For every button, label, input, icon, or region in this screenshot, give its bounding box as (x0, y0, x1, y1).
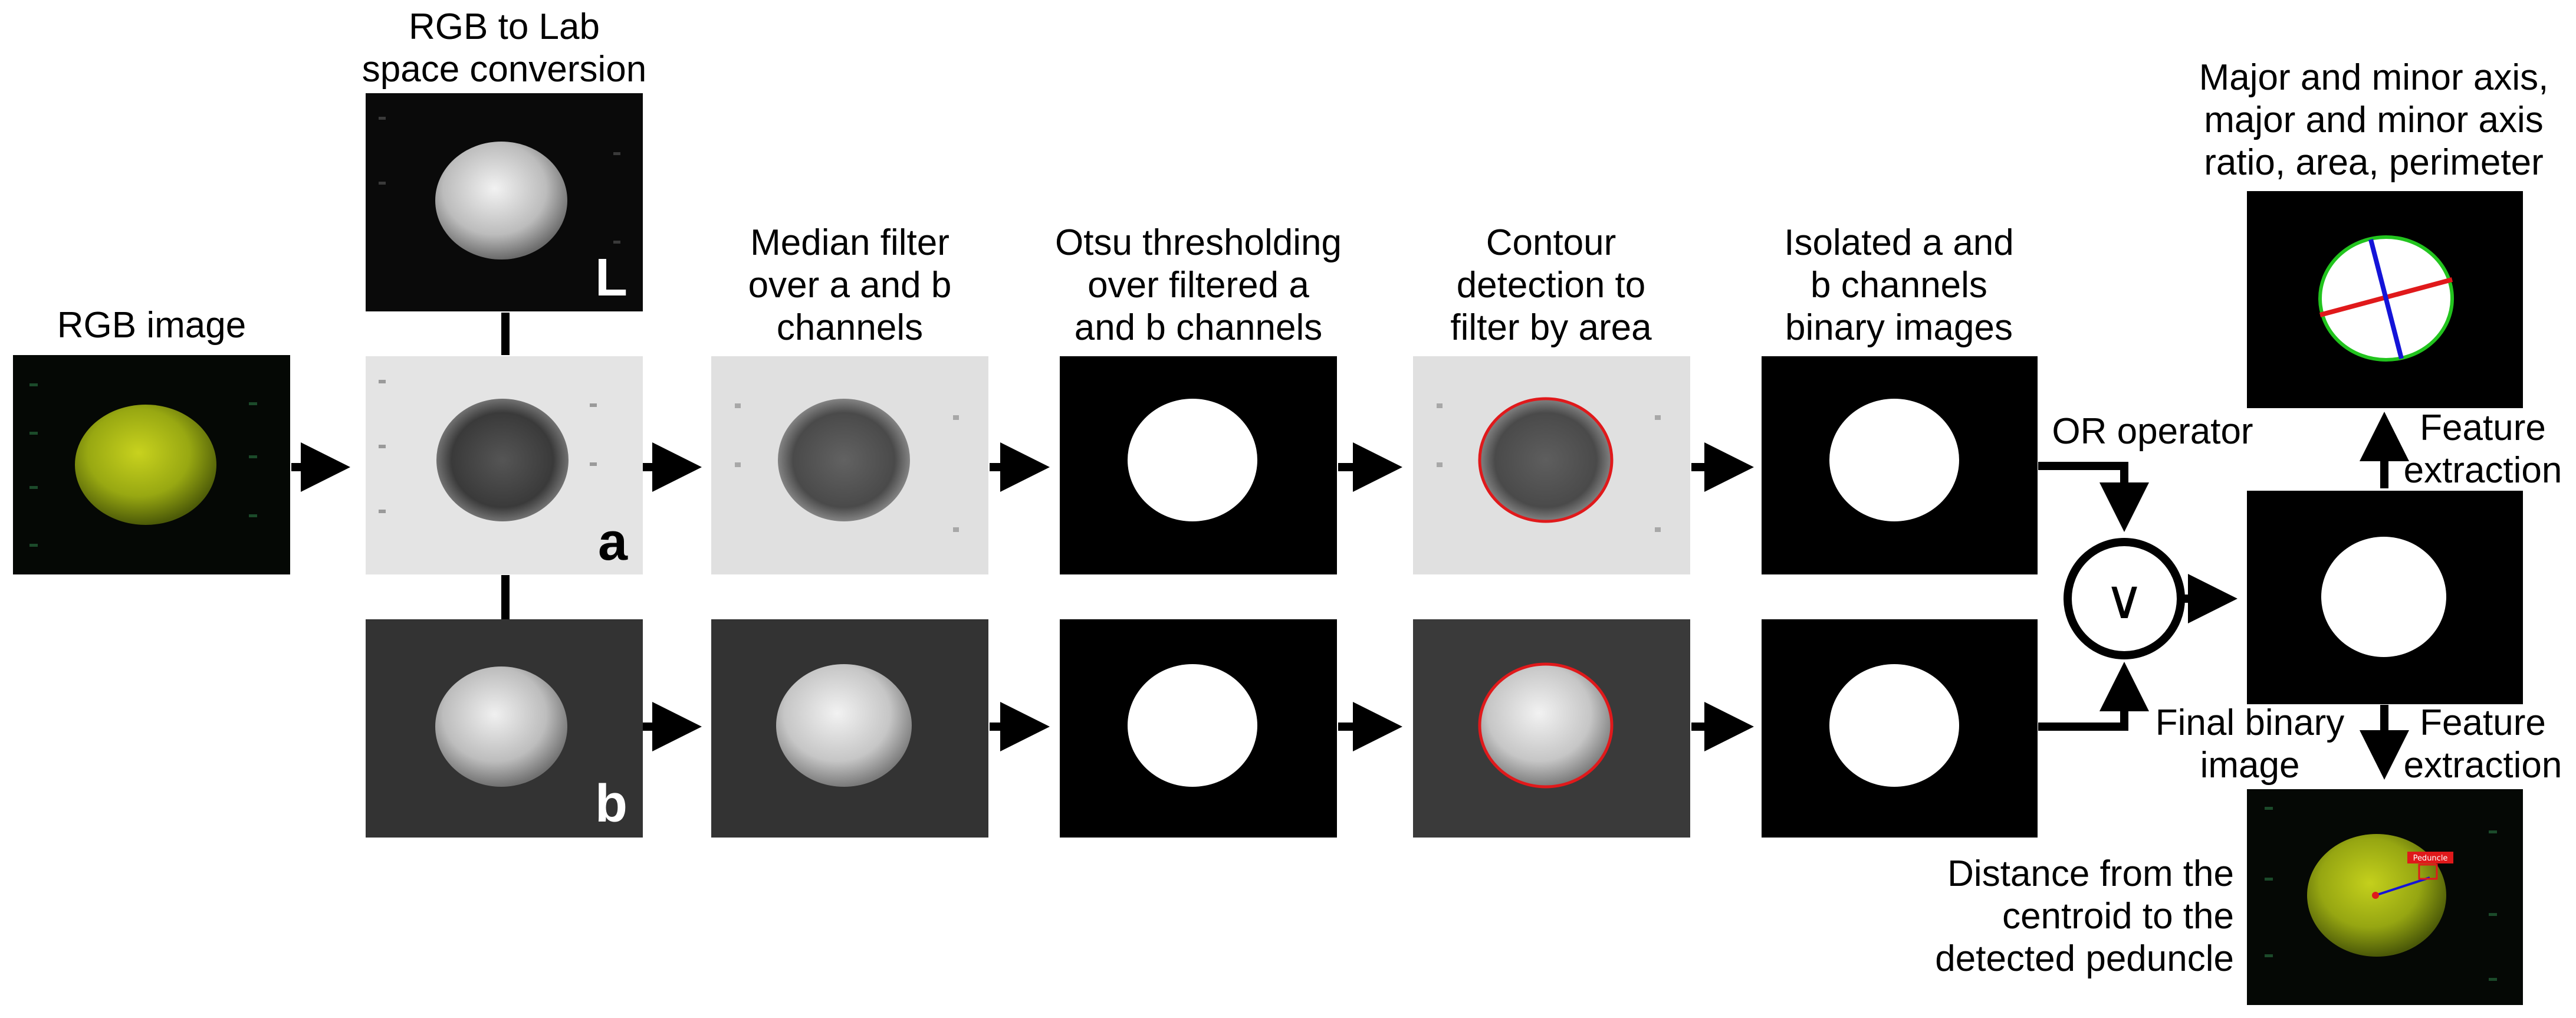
label-feature-extraction-bottom: Feature extraction (2403, 702, 2562, 786)
peduncle-tag: Peduncle (2413, 854, 2448, 863)
contour-a-panel (1413, 356, 1690, 574)
channel-b-letter: b (595, 774, 627, 833)
arrow-isolated-b-to-or (2038, 662, 2149, 731)
label-lab-conversion: RGB to Lab space conversion (362, 6, 647, 90)
label-peduncle-distance: Distance from the centroid to the detect… (1935, 853, 2234, 979)
minor-axis-line (2368, 239, 2404, 359)
peduncle-box (2418, 863, 2438, 880)
label-final-binary: Final binary image (2155, 702, 2345, 786)
label-axis-features: Major and minor axis, major and minor ax… (2199, 57, 2549, 183)
centroid-to-peduncle-line (2375, 876, 2430, 897)
label-or-operator: OR operator (2052, 411, 2253, 452)
centroid-marker (2372, 892, 2379, 899)
median-filter-b-panel (711, 619, 988, 838)
l-channel-panel: L (366, 93, 643, 311)
arrow-isolated-a-to-or (2038, 462, 2149, 532)
channel-l-letter: L (595, 248, 627, 307)
median-filter-a-panel (711, 356, 988, 574)
peduncle-panel: Peduncle (2247, 789, 2523, 1005)
label-median-filter: Median filter over a and b channels (748, 222, 952, 348)
axis-features-panel (2247, 191, 2523, 408)
rgb-image-panel (13, 355, 290, 574)
otsu-b-panel (1060, 619, 1337, 838)
channel-a-letter: a (597, 513, 627, 572)
label-feature-extraction-top: Feature extraction (2403, 408, 2562, 491)
isolated-a-panel (1762, 356, 2038, 574)
label-otsu: Otsu thresholding over filtered a and b … (1055, 222, 1342, 348)
final-binary-panel (2247, 491, 2523, 704)
label-contour: Contour detection to filter by area (1450, 222, 1652, 348)
contour-b-panel (1413, 619, 1690, 838)
label-isolated: Isolated a and b channels binary images (1784, 222, 2014, 348)
isolated-b-panel (1762, 619, 2038, 838)
or-operator-node (2064, 538, 2185, 659)
a-channel-panel: a (366, 356, 643, 574)
or-operator-symbol: ∨ (2104, 568, 2144, 631)
fruit-shape (75, 405, 216, 525)
otsu-a-panel (1060, 356, 1337, 574)
b-channel-panel: b (366, 619, 643, 838)
contour-b-outline (1478, 662, 1614, 789)
label-rgb-image: RGB image (57, 305, 247, 346)
contour-a-outline (1478, 397, 1614, 523)
